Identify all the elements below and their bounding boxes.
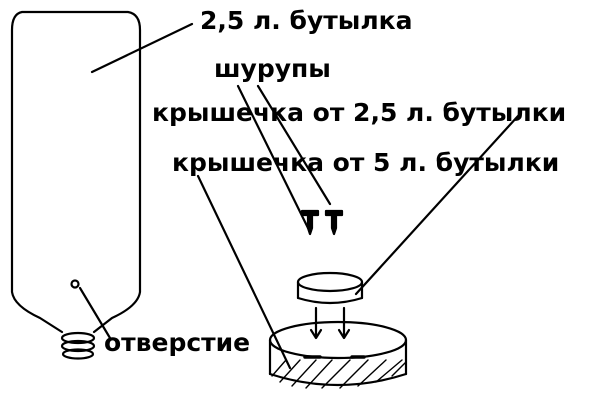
leader-screws-1: [238, 86, 308, 228]
leader-large-cap: [198, 176, 290, 368]
leader-bottle: [92, 24, 192, 72]
label-screws: шурупы: [214, 54, 331, 83]
leader-small-cap: [356, 116, 518, 294]
screw-left: [302, 211, 318, 234]
label-bottle: 2,5 л. бутылка: [200, 6, 413, 35]
bottle-outline: [12, 12, 140, 332]
hole-marker: [72, 281, 79, 288]
label-large-cap: крышечка от 5 л. бутылки: [172, 148, 560, 177]
leader-screws-2: [258, 86, 330, 204]
label-small-cap: крышечка от 2,5 л. бутылки: [152, 98, 567, 127]
leader-hole: [80, 288, 110, 338]
label-hole: отверстие: [104, 328, 251, 357]
screw-right: [326, 211, 342, 234]
small-cap: [298, 273, 362, 303]
large-cap: [270, 322, 406, 388]
bottle-neck: [62, 333, 94, 359]
